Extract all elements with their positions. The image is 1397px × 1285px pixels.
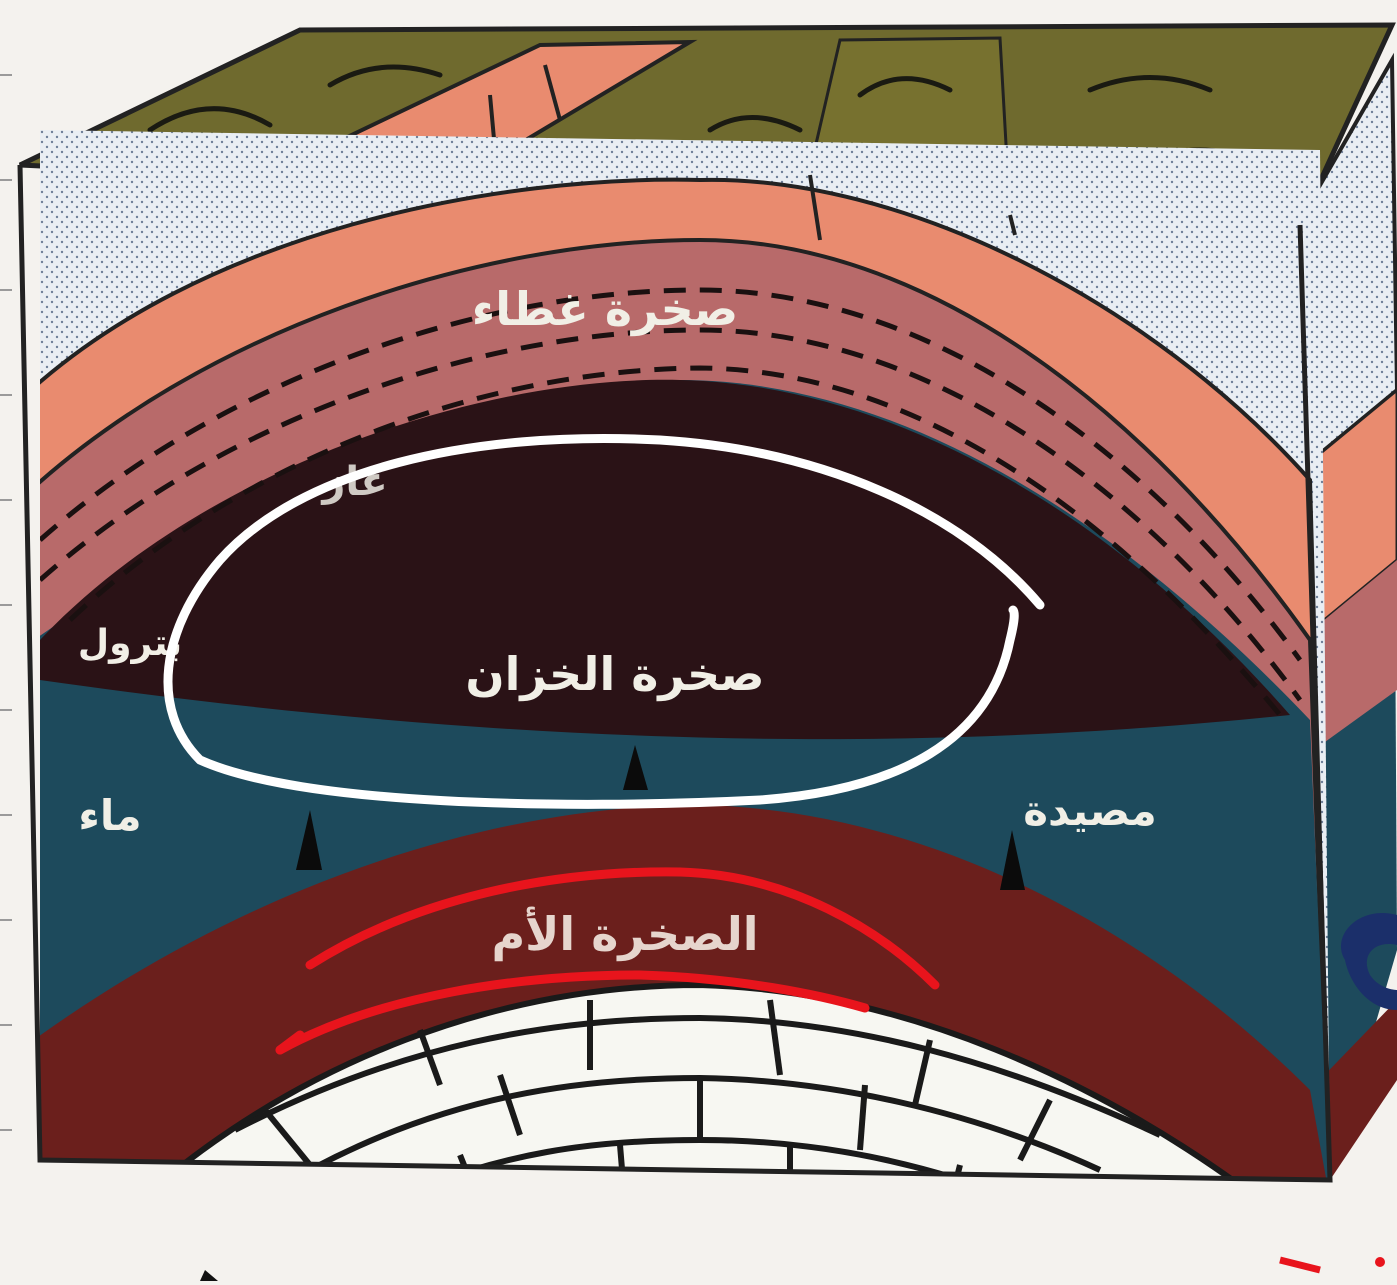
label-cap-rock: صخرة غطاء [472, 282, 738, 336]
label-source-rock: الصخرة الأم [491, 906, 758, 961]
label-trap: مصيدة [1023, 786, 1157, 835]
page-margin-marks [0, 75, 12, 1130]
scroll-arrow-icon [200, 1270, 218, 1281]
label-water: ماء [78, 791, 141, 840]
label-reservoir-rock: صخرة الخزان [465, 647, 764, 701]
